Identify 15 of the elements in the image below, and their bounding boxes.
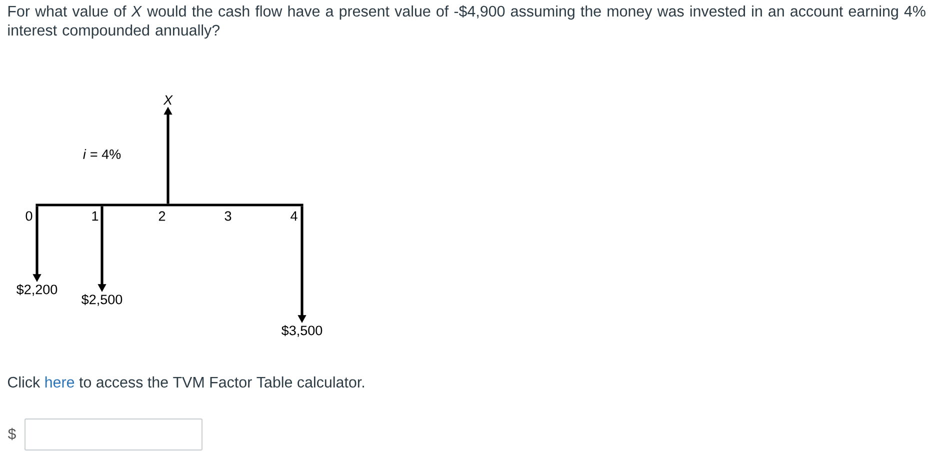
amount-label: X [163, 95, 173, 105]
period-label: 2 [158, 211, 166, 221]
amount-label: $2,200 [16, 284, 58, 296]
question-text: For what value of X would the cash flow have a present value of -$4,900 assuming the money was invested in an account earning 4% interest compounded annually? [8, 5, 926, 39]
amount-label: $2,500 [82, 294, 122, 306]
timeline [36, 204, 304, 206]
instruction-text: Click here to access the TVM Factor Table calculator. [8, 376, 364, 388]
period-label: 0 [26, 211, 32, 221]
period-label: 3 [224, 211, 232, 221]
period-label: 4 [290, 211, 298, 221]
currency-sign: $ [8, 428, 16, 440]
period-label: 1 [92, 211, 98, 221]
link: here [45, 376, 74, 388]
amount-label: $3,500 [282, 325, 322, 337]
rate-label: i = 4% [83, 149, 121, 159]
